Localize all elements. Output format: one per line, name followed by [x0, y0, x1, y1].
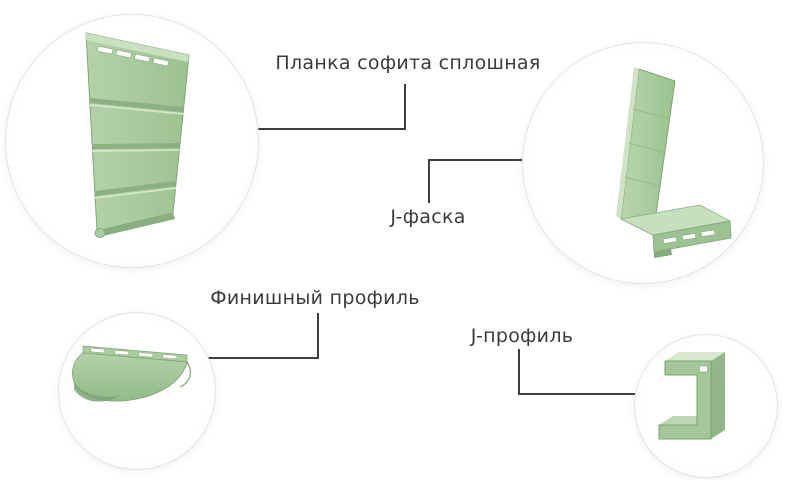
j-fascia-circle	[522, 42, 764, 284]
connector-fascia-horizontal	[428, 159, 523, 161]
connector-finish-horizontal	[208, 357, 319, 359]
finish-profile-circle	[58, 312, 216, 470]
soffit-panel-circle	[5, 14, 259, 268]
j-fascia-label: J-фаска	[390, 206, 466, 228]
finish-profile-label: Финишный профиль	[210, 287, 420, 309]
j-channel-profile-image	[658, 352, 725, 440]
finish-profile-image	[72, 345, 191, 402]
connector-soffit-horizontal	[256, 128, 406, 130]
soffit-panel-label: Планка софита сплошная	[275, 52, 541, 74]
connector-finish-vertical	[317, 313, 319, 359]
connector-soffit-vertical	[404, 84, 406, 130]
j-profile-circle	[634, 334, 778, 478]
j-profile-label: J-профиль	[470, 325, 574, 347]
connector-jprofile-vertical	[518, 349, 520, 395]
j-fascia-profile-image	[616, 67, 732, 258]
soffit-panel-image	[85, 32, 190, 238]
connector-jprofile-horizontal	[518, 393, 636, 395]
connector-fascia-vertical	[428, 159, 430, 203]
